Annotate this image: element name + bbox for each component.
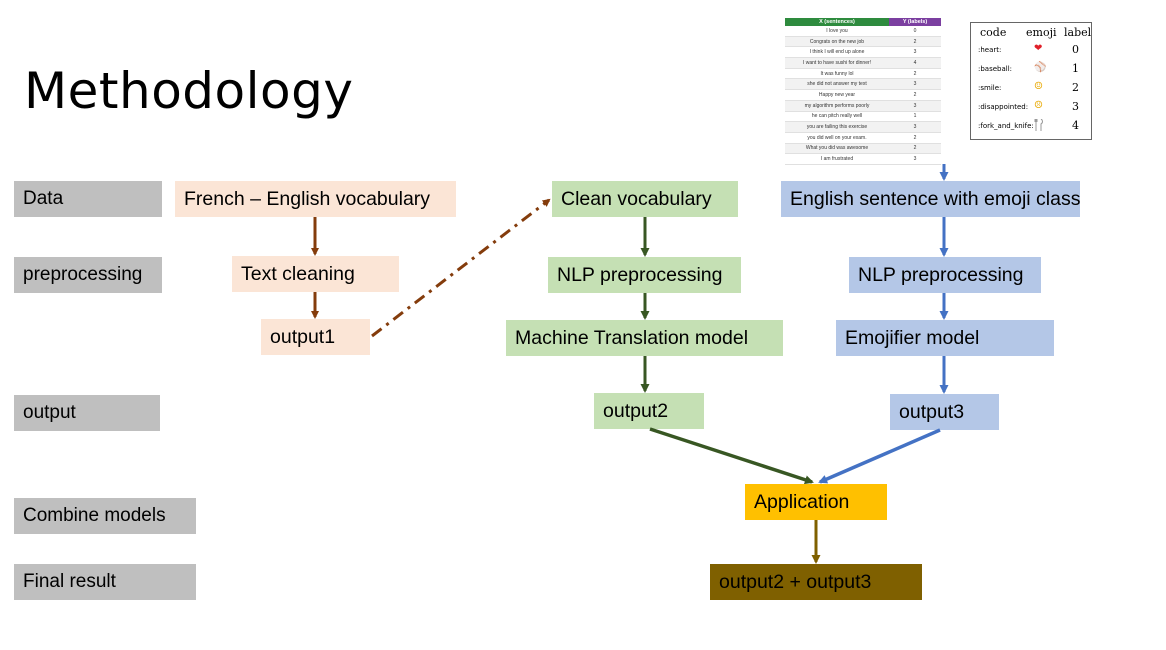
table-cell-label: 2 — [889, 132, 941, 144]
table-cell-sentence: I want to have sushi for dinner! — [785, 57, 889, 69]
table-cell-label: 2 — [889, 68, 941, 80]
emoji-table-header-code: code — [980, 26, 1007, 39]
nlp-preprocessing-green-box: NLP preprocessing — [548, 257, 741, 293]
table-row: I want to have sushi for dinner!4 — [785, 57, 941, 69]
arrow-output1-to-clean-vocab — [371, 198, 551, 338]
table-cell-sentence: he can pitch really well — [785, 111, 889, 123]
table-cell-label: 1 — [889, 111, 941, 123]
table-cell-sentence: she did not answer my text — [785, 78, 889, 91]
table-cell-label: 2 — [889, 89, 941, 101]
arrow-output3-to-application — [818, 428, 941, 484]
table-cell-sentence: It was funny lol — [785, 68, 889, 80]
disappointed-icon: ☹ — [1034, 100, 1043, 111]
table-cell-sentence: Congrats on the new job — [785, 36, 889, 48]
english-sentence-box: English sentence with emoji class — [781, 181, 1080, 217]
final-result-box: output2 + output3 — [710, 564, 922, 600]
table-cell-sentence: I am frustrated — [785, 153, 889, 165]
fr-en-vocabulary-box: French – English vocabulary — [175, 181, 456, 217]
emoji-table-row: :fork_and_knife: 4 — [971, 118, 1091, 136]
table-cell-sentence: you did well on your exam. — [785, 132, 889, 144]
table-cell-label: 3 — [889, 121, 941, 133]
row-label-preprocessing: preprocessing — [14, 257, 162, 293]
emoji-label: 2 — [1072, 81, 1079, 94]
table-cell-label: 3 — [889, 100, 941, 112]
output3-box: output3 — [890, 394, 999, 430]
emoji-code: :heart: — [978, 46, 1002, 54]
emoji-class-table: code emoji label :heart: ❤ 0 :baseball: … — [970, 22, 1092, 140]
fork-and-knife-icon — [1034, 118, 1044, 135]
heart-icon: ❤ — [1034, 43, 1043, 54]
slide-title: Methodology — [24, 62, 354, 120]
row-label-output: output — [14, 395, 160, 431]
application-box: Application — [745, 484, 887, 520]
baseball-icon: ⚾ — [1034, 62, 1047, 73]
table-cell-sentence: I love you — [785, 26, 889, 37]
emoji-table-header-label: label — [1064, 26, 1092, 39]
table-cell-label: 3 — [889, 46, 941, 59]
table-cell-label: 3 — [889, 153, 941, 165]
emoji-code: :baseball: — [978, 65, 1013, 73]
output1-box: output1 — [261, 319, 370, 355]
emoji-table-row: :smile: ☺ 2 — [971, 80, 1091, 98]
text-cleaning-box: Text cleaning — [232, 256, 399, 292]
table-cell-label: 0 — [889, 26, 941, 37]
emoji-label: 1 — [1072, 62, 1079, 75]
table-cell-label: 3 — [889, 78, 941, 91]
table-row: you did well on your exam.2 — [785, 132, 941, 144]
emoji-label: 3 — [1072, 100, 1079, 113]
table-cell-sentence: my algorithm performs poorly — [785, 100, 889, 112]
table-cell-sentence: I think I will end up alone — [785, 46, 889, 59]
emojifier-model-box: Emojifier model — [836, 320, 1054, 356]
table-header-y: Y (labels) — [889, 18, 941, 26]
table-cell-label: 2 — [889, 36, 941, 48]
table-cell-label: 2 — [889, 143, 941, 155]
table-cell-sentence: Happy new year — [785, 89, 889, 101]
row-label-data: Data — [14, 181, 162, 217]
row-label-combine-models: Combine models — [14, 498, 196, 534]
arrow-output2-to-application — [649, 427, 814, 485]
clean-vocabulary-box: Clean vocabulary — [552, 181, 738, 217]
row-label-final-result: Final result — [14, 564, 196, 600]
emoji-table-row: :disappointed: ☹ 3 — [971, 99, 1091, 117]
emoji-code: :fork_and_knife: — [978, 122, 1034, 130]
emoji-code: :disappointed: — [978, 103, 1029, 111]
table-cell-sentence: you are failing this exercise — [785, 121, 889, 133]
emoji-table-row: :baseball: ⚾ 1 — [971, 61, 1091, 79]
emoji-table-row: :heart: ❤ 0 — [971, 42, 1091, 60]
emoji-code: :smile: — [978, 84, 1002, 92]
emoji-table-header-emoji: emoji — [1026, 26, 1057, 39]
output2-box: output2 — [594, 393, 704, 429]
machine-translation-model-box: Machine Translation model — [506, 320, 783, 356]
nlp-preprocessing-blue-box: NLP preprocessing — [849, 257, 1041, 293]
smile-icon: ☺ — [1034, 81, 1043, 92]
emoji-label: 4 — [1072, 119, 1079, 132]
table-cell-sentence: What you did was awesome — [785, 143, 889, 155]
table-header-x: X (sentences) — [785, 18, 889, 26]
table-cell-label: 4 — [889, 57, 941, 69]
emoji-label: 0 — [1072, 43, 1079, 56]
